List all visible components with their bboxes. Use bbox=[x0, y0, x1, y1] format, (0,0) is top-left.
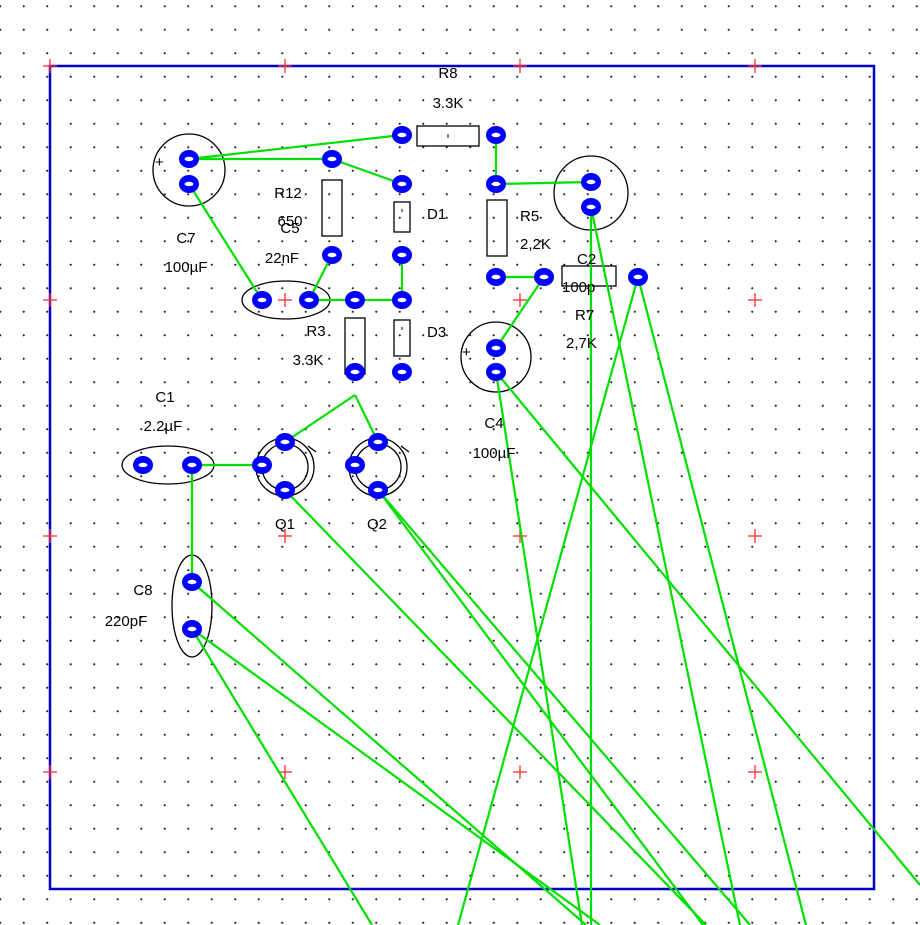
r8-ref: R8 bbox=[438, 65, 457, 82]
pad[interactable] bbox=[345, 456, 365, 474]
pad[interactable] bbox=[486, 339, 506, 357]
pad[interactable] bbox=[345, 291, 365, 309]
pad[interactable] bbox=[275, 433, 295, 451]
pad[interactable] bbox=[322, 150, 342, 168]
pad[interactable] bbox=[179, 150, 199, 168]
r5-ref: R5 bbox=[520, 208, 539, 225]
pad[interactable] bbox=[252, 291, 272, 309]
pad[interactable] bbox=[182, 456, 202, 474]
r12-value: 650 bbox=[277, 213, 302, 230]
r3-value: 3.3K bbox=[293, 352, 324, 369]
pad[interactable] bbox=[322, 246, 342, 264]
c1-ref: C1 bbox=[155, 389, 174, 406]
ratsnest-wires bbox=[188, 133, 920, 925]
c2-body bbox=[561, 265, 617, 287]
pad[interactable] bbox=[182, 573, 202, 591]
r8-value: 3.3K bbox=[433, 95, 464, 112]
c4-body bbox=[460, 321, 532, 393]
pad[interactable] bbox=[392, 175, 412, 193]
r7-value: 2,7K bbox=[566, 335, 597, 352]
c7-plus-mark: + bbox=[155, 154, 164, 171]
grid-markers bbox=[43, 59, 762, 779]
c8-value: 220pF bbox=[105, 613, 148, 630]
c5-ref: C5 bbox=[280, 220, 299, 237]
pad[interactable] bbox=[133, 456, 153, 474]
c4-plus-mark: + bbox=[462, 344, 471, 361]
pad[interactable] bbox=[345, 363, 365, 381]
r12-ref: R12 bbox=[274, 185, 302, 202]
pad[interactable] bbox=[486, 175, 506, 193]
q2-ref: Q2 bbox=[367, 516, 387, 533]
pad[interactable] bbox=[252, 456, 272, 474]
pad[interactable] bbox=[275, 481, 295, 499]
r3-ref: R3 bbox=[306, 323, 325, 340]
pad[interactable] bbox=[392, 363, 412, 381]
pad[interactable] bbox=[486, 126, 506, 144]
pad[interactable] bbox=[581, 173, 601, 191]
d3-ref: D3 bbox=[427, 324, 446, 341]
pad[interactable] bbox=[534, 268, 554, 286]
c1-value: 2.2µF bbox=[144, 418, 183, 435]
c4-ref: C4 bbox=[484, 415, 503, 432]
pad[interactable] bbox=[392, 246, 412, 264]
pad[interactable] bbox=[368, 481, 388, 499]
pad-layer bbox=[133, 126, 648, 638]
d1-body bbox=[393, 201, 411, 233]
pad[interactable] bbox=[182, 620, 202, 638]
pad[interactable] bbox=[392, 126, 412, 144]
pad[interactable] bbox=[486, 268, 506, 286]
c7-body bbox=[152, 133, 226, 207]
d3-body bbox=[393, 319, 411, 357]
r8-body bbox=[416, 125, 480, 147]
c5-value: 22nF bbox=[265, 250, 299, 267]
pad[interactable] bbox=[179, 175, 199, 193]
r5-value: 2,2K bbox=[520, 236, 551, 253]
pad[interactable] bbox=[581, 198, 601, 216]
c8-ref: C8 bbox=[133, 582, 152, 599]
c2-ref: C2 bbox=[577, 251, 596, 268]
r12-body bbox=[321, 179, 343, 237]
pad[interactable] bbox=[392, 291, 412, 309]
c2-value: 100p bbox=[562, 279, 595, 296]
d1-ref: D1 bbox=[427, 206, 446, 223]
board-outline bbox=[48, 64, 876, 891]
r7-ref: R7 bbox=[575, 307, 594, 324]
r5-body bbox=[486, 199, 508, 257]
q1-ref: Q1 bbox=[275, 516, 295, 533]
pad[interactable] bbox=[486, 363, 506, 381]
pad[interactable] bbox=[368, 433, 388, 451]
component-labels: R8 3.3K R12 650 C5 22nF D1 R5 2,2K C2 10… bbox=[105, 65, 597, 630]
pad[interactable] bbox=[628, 268, 648, 286]
c7-ref: C7 bbox=[176, 230, 195, 247]
c4-value: 100µF bbox=[473, 445, 516, 462]
pad[interactable] bbox=[299, 291, 319, 309]
c7-value: 100µF bbox=[165, 259, 208, 276]
